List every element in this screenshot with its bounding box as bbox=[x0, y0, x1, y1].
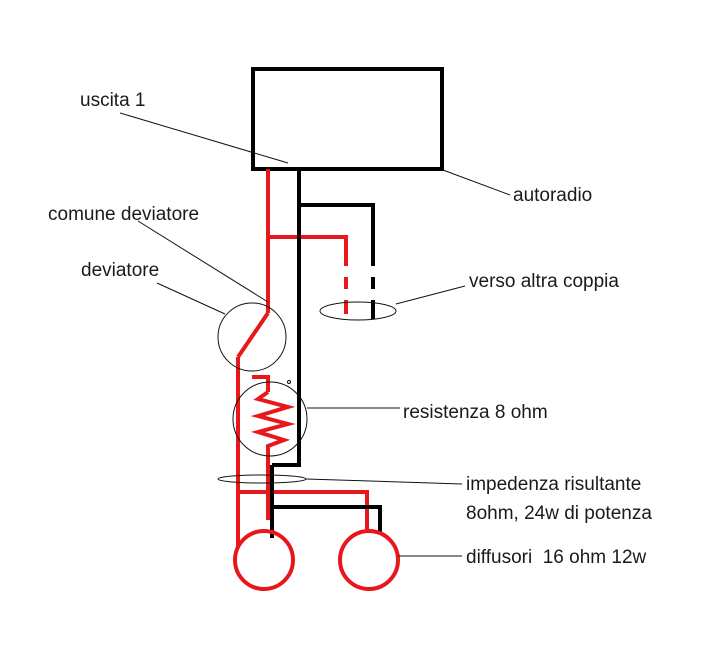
speaker-left bbox=[233, 529, 295, 591]
switch-contact bbox=[252, 375, 270, 392]
verso-ellipse bbox=[319, 301, 397, 321]
label-uscita: uscita 1 bbox=[80, 90, 145, 111]
leader-verso bbox=[395, 285, 466, 305]
leader-comune bbox=[137, 220, 269, 303]
black-wires bbox=[270, 169, 382, 538]
black-speaker-bus bbox=[272, 505, 382, 533]
label-comune-deviatore: comune deviatore bbox=[48, 204, 199, 225]
leader-deviatore bbox=[156, 282, 226, 315]
red-speaker-bus bbox=[238, 490, 369, 531]
label-deviatore: deviatore bbox=[81, 260, 159, 281]
black-main-wire bbox=[272, 169, 301, 467]
label-autoradio: autoradio bbox=[513, 185, 592, 206]
highlight-marks bbox=[217, 301, 397, 484]
black-branch-wire bbox=[299, 203, 375, 266]
red-branch-wire bbox=[268, 235, 348, 266]
label-resistenza: resistenza 8 ohm bbox=[403, 402, 548, 423]
label-impedenza-line1: impedenza risultante bbox=[466, 474, 641, 495]
autoradio-box bbox=[251, 67, 444, 171]
label-diffusori: diffusori 16 ohm 12w bbox=[466, 547, 647, 568]
label-verso-altra-coppia: verso altra coppia bbox=[469, 271, 619, 292]
leader-lines bbox=[119, 112, 511, 557]
leader-impedenza bbox=[305, 478, 463, 485]
deviatore-circle bbox=[217, 302, 287, 372]
impedenza-ellipse bbox=[217, 474, 307, 484]
red-wires bbox=[236, 169, 369, 548]
label-impedenza-line2: 8ohm, 24w di potenza bbox=[466, 503, 652, 524]
stray-dot bbox=[287, 380, 291, 384]
speaker-right bbox=[338, 529, 400, 591]
leader-uscita bbox=[119, 112, 289, 164]
resistenza-circle bbox=[232, 381, 308, 457]
switch-lever bbox=[236, 311, 270, 359]
leader-autoradio bbox=[442, 169, 511, 196]
resistor-zigzag bbox=[250, 390, 296, 448]
